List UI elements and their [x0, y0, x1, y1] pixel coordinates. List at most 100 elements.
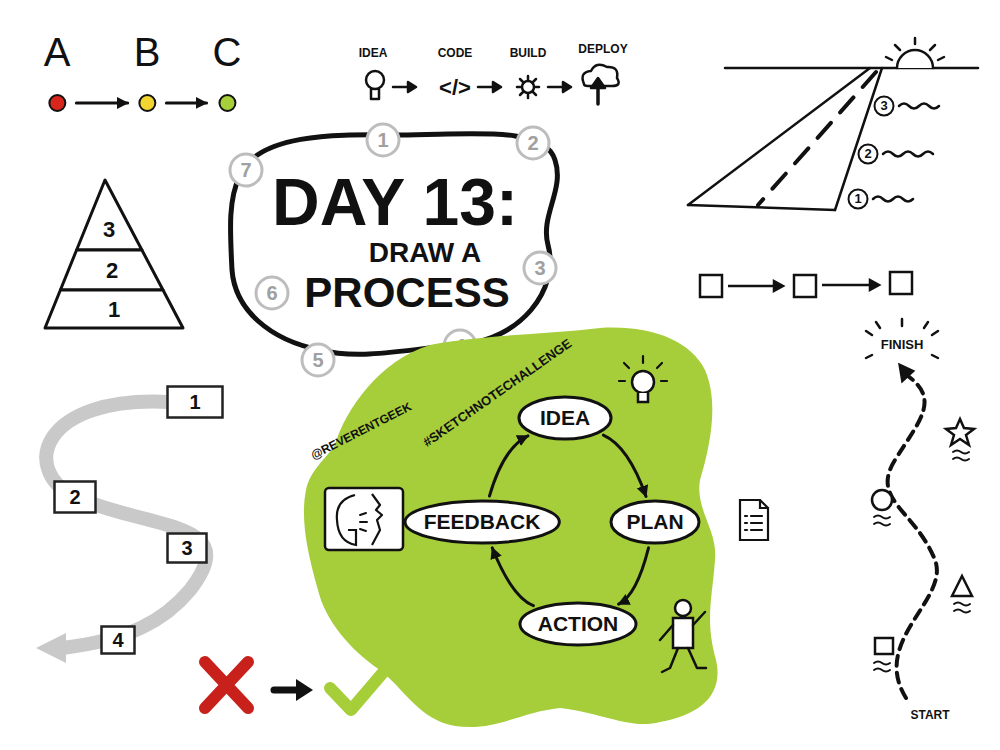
sun	[897, 50, 933, 68]
annotation-label: BUILD	[510, 47, 547, 60]
flow-arrow	[76, 101, 127, 104]
node-text-group: 4	[100, 625, 136, 655]
node-text: PLAN	[626, 510, 683, 534]
node-text-group: 2	[58, 248, 166, 292]
step-number-circle: 3	[522, 250, 558, 286]
annotation-label: START	[910, 709, 949, 722]
fix-arrowhead	[296, 679, 313, 701]
step-number-circle: 1	[365, 122, 401, 158]
square-marker	[875, 638, 893, 654]
finish-rays	[866, 319, 938, 358]
stage-ellipse	[519, 397, 611, 439]
step-box: 1	[166, 385, 224, 419]
step-box-outline	[102, 627, 135, 654]
node-text-group: 7	[228, 152, 264, 188]
step-number-circle: 2	[515, 125, 551, 161]
node-text-group: 2	[857, 143, 879, 165]
face-profile	[372, 494, 382, 545]
cycle-stage: ACTION	[518, 601, 638, 647]
status-dot-fill	[219, 95, 235, 111]
note-squiggle	[883, 152, 933, 157]
annotation-label: IDEA	[359, 47, 388, 60]
note-squiggle	[954, 603, 970, 613]
pipeline-arrowhead	[563, 82, 571, 92]
bulb-rays	[619, 356, 667, 381]
milestone-number: 2	[857, 143, 879, 165]
circle-marker	[872, 490, 892, 510]
road-center-line	[758, 72, 876, 205]
node-text-group: 6	[254, 275, 290, 311]
stage-ellipse	[405, 501, 559, 543]
node-text-group: 1	[365, 122, 401, 158]
sequence-arrowhead	[774, 281, 783, 291]
step-number-circle: 5	[300, 342, 336, 378]
cycle-stage: PLAN	[609, 499, 701, 545]
pyramid-band-shape	[77, 180, 142, 250]
node-text-group: C	[211, 30, 244, 112]
status-dot: A	[42, 30, 73, 112]
node-text-group: 5	[300, 342, 336, 378]
annotation-label: </>	[439, 76, 471, 100]
note-squiggle	[953, 451, 969, 461]
node-text: 3	[534, 257, 545, 280]
milestone-circle	[875, 97, 894, 116]
step-ring	[367, 124, 399, 156]
deploy-arrowhead	[591, 78, 605, 88]
title-text: DAY 13:	[272, 167, 518, 237]
node-text-group: 2	[515, 125, 551, 161]
step-ring	[517, 127, 549, 159]
author-handle: @REVERENTGEEK	[309, 400, 414, 463]
speech-marks	[360, 513, 367, 531]
step-ring	[230, 154, 262, 186]
node-text: 4	[112, 629, 123, 652]
sequence-arrowhead	[870, 280, 879, 290]
box-sequence	[700, 272, 912, 297]
node-text-group: 3	[522, 250, 558, 286]
node-text: 1	[108, 297, 120, 322]
node-text: 3	[103, 217, 115, 242]
pyramid-band-shape	[60, 250, 163, 290]
pyramid-band-shape	[45, 290, 183, 328]
node-text-group: IDEA	[517, 395, 613, 441]
annotation-label: DEPLOY	[578, 43, 627, 56]
node-text: FEEDBACK	[424, 510, 541, 534]
node-text: 3	[880, 99, 887, 114]
node-text-group: 1	[166, 385, 224, 419]
milestone-circle	[849, 190, 868, 209]
runner-head	[675, 600, 691, 616]
feedback-face-box	[325, 488, 403, 550]
flow-arrow	[166, 101, 206, 104]
empty-box	[890, 272, 912, 294]
node-text-group: 1	[847, 188, 869, 210]
runner-limbs	[660, 612, 706, 672]
empty-box	[794, 275, 816, 297]
sequence-arrow	[822, 284, 872, 287]
green-region-shape	[304, 328, 718, 727]
node-text: C	[213, 30, 242, 74]
note-squiggle	[899, 104, 939, 109]
node-text: IDEA	[540, 406, 590, 430]
step-number-circle: 7	[228, 152, 264, 188]
node-text: 2	[106, 258, 118, 283]
step-box: 4	[100, 625, 136, 655]
status-dot-fill	[139, 95, 155, 111]
triangle-marker	[952, 576, 972, 596]
stage-ellipse	[611, 501, 699, 543]
node-text-group: 1	[43, 288, 185, 330]
step-box: 3	[166, 532, 208, 564]
empty-box	[700, 275, 722, 297]
flow-arrow	[619, 548, 649, 604]
star-marker	[946, 419, 974, 445]
sun-rays	[886, 38, 944, 60]
node-text: 2	[69, 486, 80, 509]
journey-arrowhead	[899, 364, 914, 382]
pyramid-band: 3	[74, 178, 144, 252]
node-text: 1	[189, 391, 200, 414]
title-blob: DAY 13:DRAW APROCESS	[222, 120, 568, 364]
step-box-outline	[55, 482, 96, 513]
dashed-journey	[888, 376, 937, 698]
node-text: 7	[240, 159, 251, 182]
node-text: 6	[266, 282, 277, 305]
status-dot: C	[211, 30, 244, 112]
note-squiggle	[873, 197, 913, 202]
